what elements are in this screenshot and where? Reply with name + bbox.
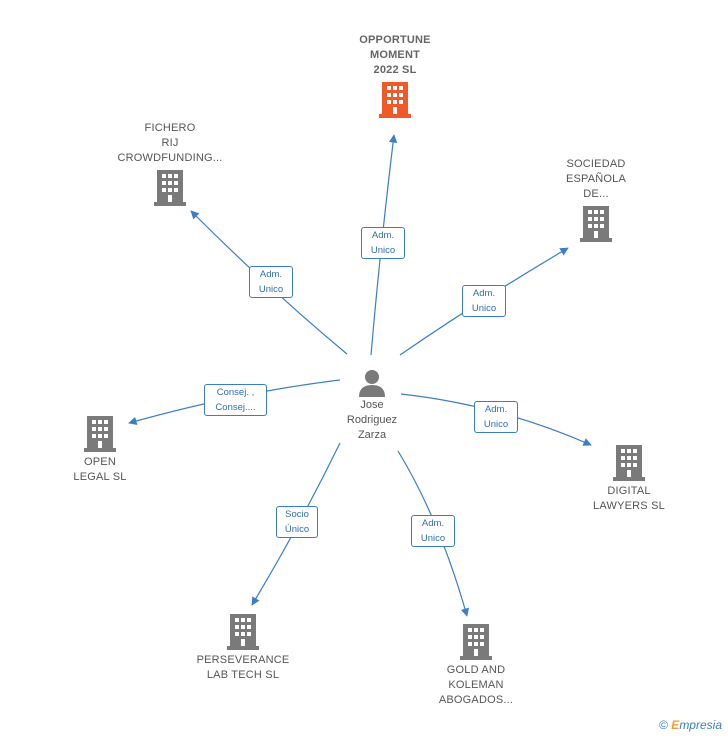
company-label: SOCIEDAD ESPAÑOLA DE...	[565, 158, 627, 200]
empresia-credit[interactable]: © Empresia	[659, 718, 722, 732]
company-node-sociedad[interactable]: SOCIEDAD ESPAÑOLA DE...	[546, 157, 646, 242]
building-icon	[460, 624, 492, 660]
edge-label-gold[interactable]: Adm. Unico	[411, 515, 455, 547]
company-node-open[interactable]: OPEN LEGAL SL	[50, 416, 150, 485]
edge-label-fichero[interactable]: Adm. Unico	[249, 266, 293, 298]
building-icon	[154, 170, 186, 206]
company-node-opportune[interactable]: OPPORTUNE MOMENT 2022 SL	[340, 33, 450, 118]
company-label: DIGITAL LAWYERS SL	[593, 485, 665, 512]
company-node-digital[interactable]: DIGITAL LAWYERS SL	[574, 445, 684, 514]
company-label: PERSEVERANCE LAB TECH SL	[196, 654, 290, 681]
edge-label-perseverance[interactable]: Socio Único	[276, 506, 318, 538]
brand-logo-initial: E	[671, 718, 680, 732]
company-label: OPPORTUNE MOMENT 2022 SL	[359, 34, 431, 76]
company-node-perseverance[interactable]: PERSEVERANCE LAB TECH SL	[182, 614, 304, 683]
building-icon	[84, 416, 116, 452]
edge-label-open[interactable]: Consej. , Consej....	[204, 384, 267, 416]
center-person-name: Jose Rodriguez Zarza	[346, 399, 398, 441]
person-icon	[359, 370, 385, 397]
copyright-icon: ©	[659, 718, 668, 732]
building-icon	[379, 82, 411, 118]
center-person-node[interactable]: Jose Rodriguez Zarza	[330, 368, 414, 443]
building-icon	[580, 206, 612, 242]
edge-label-sociedad[interactable]: Adm. Unico	[462, 285, 506, 317]
company-node-fichero[interactable]: FICHERO RIJ CROWDFUNDING...	[110, 121, 230, 206]
building-icon	[613, 445, 645, 481]
company-node-gold[interactable]: GOLD AND KOLEMAN ABOGADOS...	[421, 624, 531, 708]
brand-logo-text: mpresia	[679, 718, 722, 732]
building-icon	[227, 614, 259, 650]
company-label: GOLD AND KOLEMAN ABOGADOS...	[438, 664, 514, 706]
edge-label-digital[interactable]: Adm. Unico	[474, 401, 518, 433]
company-label: OPEN LEGAL SL	[73, 456, 127, 483]
edge-label-opportune[interactable]: Adm. Unico	[361, 227, 405, 259]
company-label: FICHERO RIJ CROWDFUNDING...	[117, 122, 223, 164]
